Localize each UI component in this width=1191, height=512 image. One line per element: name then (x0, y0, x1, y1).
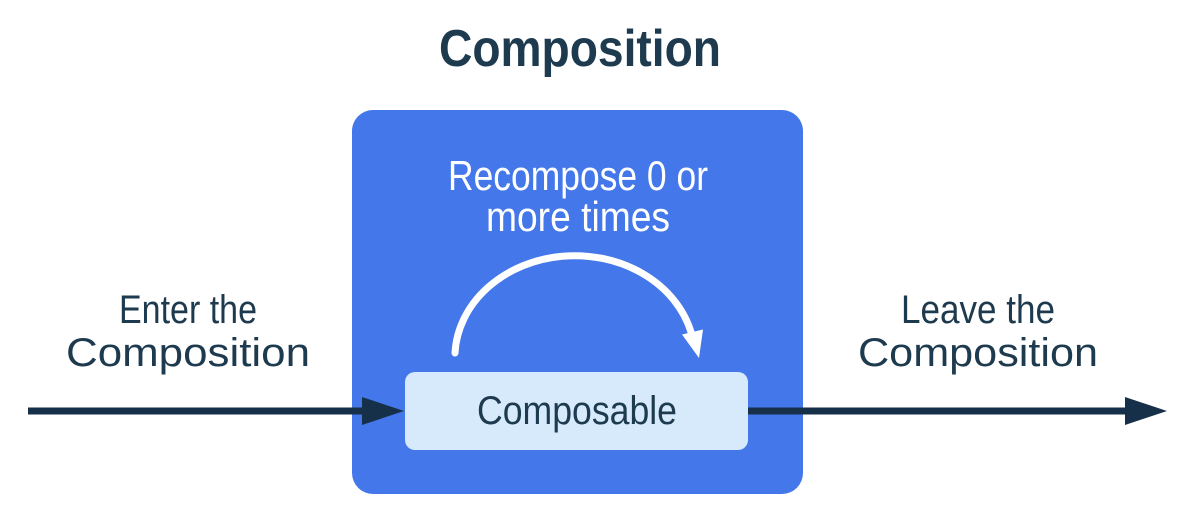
leave-label-line2: Composition (858, 331, 1098, 375)
enter-arrowhead-icon (362, 397, 404, 425)
enter-label-line1: Enter the (119, 288, 257, 332)
enter-label-line2: Composition (66, 331, 310, 375)
recompose-loop-arrowhead-icon (682, 329, 703, 358)
leave-label-line1: Leave the (901, 288, 1055, 332)
recompose-label-line1: Recompose 0 or (448, 152, 708, 199)
leave-arrowhead-icon (1125, 397, 1167, 425)
recompose-label-line2: more times (486, 193, 670, 240)
composable-label: Composable (477, 389, 677, 433)
recompose-loop-arrow (451, 252, 695, 357)
composable-box (405, 372, 748, 450)
diagram-title: Composition (439, 20, 721, 78)
